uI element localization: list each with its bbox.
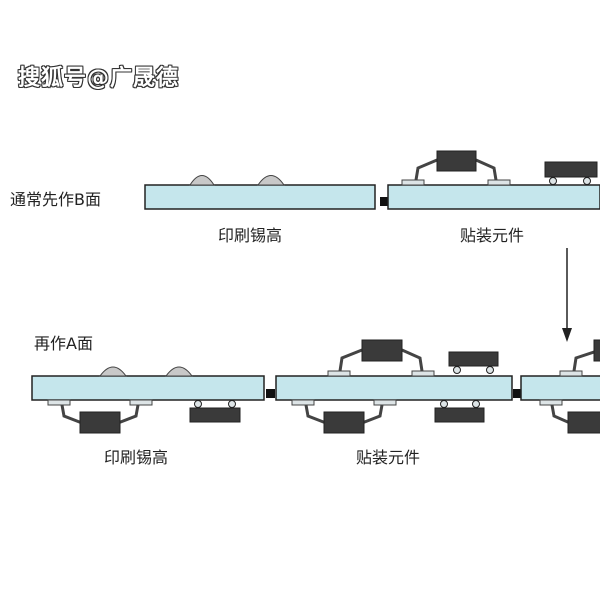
solder-joint <box>549 177 557 185</box>
component-lead <box>304 404 327 425</box>
pad <box>539 399 563 406</box>
pcb-board <box>31 375 265 401</box>
label-print-paste-bottom: 印刷锡高 <box>104 448 169 467</box>
pad <box>559 370 583 377</box>
pad <box>487 179 511 186</box>
pad <box>327 370 351 377</box>
ic-component <box>567 411 600 434</box>
component-lead <box>414 158 438 181</box>
solder-paste-deposit <box>99 366 127 377</box>
solder-joint <box>472 400 480 408</box>
conveyor-link <box>266 389 275 398</box>
label-print-paste-top: 印刷锡高 <box>218 226 283 245</box>
solder-joint <box>486 366 494 374</box>
conveyor-link <box>380 197 388 206</box>
solder-joint <box>453 366 461 374</box>
pcb-board <box>275 375 513 401</box>
pad <box>47 399 71 406</box>
component-lead <box>117 404 140 425</box>
chip-component <box>434 407 485 423</box>
label-side-a: 再作A面 <box>34 334 93 353</box>
ic-component <box>79 411 121 434</box>
solder-paste-deposit <box>189 175 215 186</box>
solder-paste-deposit <box>257 175 285 186</box>
chip-component <box>189 407 241 423</box>
ic-component <box>361 339 403 362</box>
solder-joint <box>228 400 236 408</box>
chip-component <box>544 161 598 178</box>
pad <box>401 179 425 186</box>
component-lead <box>475 158 498 181</box>
component-lead <box>338 348 363 372</box>
solder-joint <box>194 400 202 408</box>
label-side-b: 通常先作B面 <box>10 190 101 209</box>
label-place-bottom: 贴装元件 <box>356 448 421 467</box>
flow-arrow-head <box>562 328 572 342</box>
pad <box>291 399 315 406</box>
ic-component <box>593 339 600 362</box>
ic-component <box>323 411 365 434</box>
pcb-board <box>144 184 376 210</box>
pad <box>411 370 435 377</box>
conveyor-link <box>513 389 521 398</box>
component-lead <box>361 404 384 425</box>
component-lead <box>401 348 424 372</box>
component-lead <box>550 404 571 425</box>
solder-paste-deposit <box>165 366 193 377</box>
component-lead <box>60 404 83 425</box>
pcb-board <box>520 375 600 401</box>
watermark: 搜狐号@广晟德 <box>18 66 180 91</box>
component-lead <box>572 348 600 372</box>
ic-component <box>436 150 477 172</box>
label-place-top: 贴装元件 <box>460 226 525 245</box>
chip-component <box>448 351 499 367</box>
pad <box>129 399 153 406</box>
solder-joint <box>440 400 448 408</box>
pcb-board <box>387 184 600 210</box>
pad <box>373 399 397 406</box>
solder-joint <box>583 177 591 185</box>
